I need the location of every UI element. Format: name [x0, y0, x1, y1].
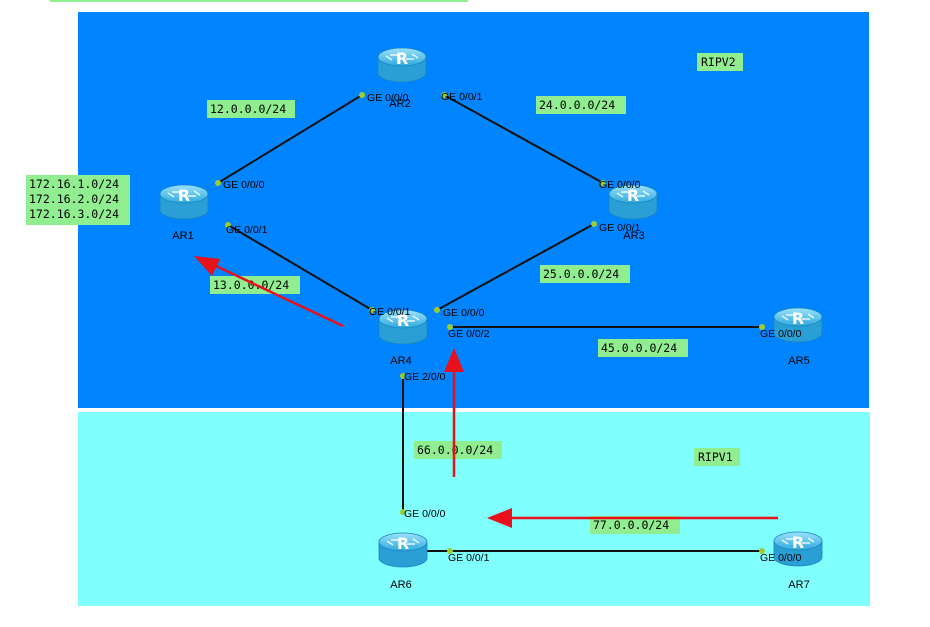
router-ar7[interactable]: R — [773, 531, 823, 567]
link-ar2-ar3[interactable] — [443, 94, 604, 184]
port-label: GE 0/0/2 — [448, 328, 490, 340]
router-glyph: R — [396, 49, 408, 68]
router-glyph: R — [792, 309, 804, 328]
router-glyph: R — [397, 534, 409, 553]
port-label: GE 0/0/0 — [599, 179, 641, 191]
router-label-ar7: AR7 — [788, 579, 809, 591]
port-label: GE 0/0/1 — [448, 552, 490, 564]
arrow-head-to-ar4 — [444, 348, 464, 372]
port-label: GE 0/0/0 — [404, 508, 446, 520]
link-ar3-ar4[interactable] — [436, 223, 595, 311]
router-ar5[interactable]: R — [773, 307, 823, 343]
port-label: GE 0/0/0 — [367, 92, 409, 104]
network-label-12: 12.0.0.0/24 — [210, 102, 286, 116]
link-ar1-ar2[interactable] — [217, 94, 363, 184]
router-ar2[interactable]: R — [377, 47, 427, 83]
port-label: GE 2/0/0 — [404, 371, 446, 383]
area-label-ripv1: RIPV1 — [698, 450, 733, 464]
network-label-77: 77.0.0.0/24 — [593, 518, 669, 532]
router-label-ar6: AR6 — [390, 579, 411, 591]
port-dots — [215, 92, 765, 554]
area-label-ripv2: RIPV2 — [701, 55, 736, 69]
router-label-ar4: AR4 — [390, 355, 411, 367]
port-label: GE 0/0/0 — [223, 179, 265, 191]
router-glyph: R — [178, 186, 190, 205]
router-ar1[interactable]: R — [159, 184, 209, 220]
port-labels: GE 0/0/0 GE 0/0/1 GE 0/0/0 GE 0/0/1 GE 0… — [223, 91, 802, 564]
loopback-label-2: 172.16.2.0/24 — [29, 192, 119, 206]
port-label: GE 0/0/1 — [441, 91, 483, 103]
router-glyph: R — [627, 186, 639, 205]
router-ar6[interactable]: R — [378, 532, 428, 568]
arrow-head-to-ar6 — [487, 508, 512, 528]
router-label-ar2: AR2 — [389, 98, 410, 110]
router-label-ar3: AR3 — [623, 230, 644, 242]
route-arrows — [194, 256, 778, 528]
port-label: GE 0/0/1 — [226, 224, 268, 236]
arrow-head-to-ar1 — [194, 256, 220, 276]
router-ar4[interactable]: R — [378, 309, 428, 345]
port-label: GE 0/0/0 — [443, 307, 485, 319]
router-glyph: R — [397, 311, 409, 330]
network-label-45: 45.0.0.0/24 — [601, 341, 677, 355]
network-label-24: 24.0.0.0/24 — [539, 98, 615, 112]
router-ar3[interactable]: R — [608, 184, 658, 220]
port-label: GE 0/0/1 — [369, 306, 411, 318]
network-labels: 12.0.0.0/24 24.0.0.0/24 13.0.0.0/24 25.0… — [26, 53, 743, 534]
arrow-line-to-ar1 — [215, 264, 344, 328]
network-label-13: 13.0.0.0/24 — [213, 278, 289, 292]
port-label: GE 0/0/0 — [760, 552, 802, 564]
router-label-ar5: AR5 — [788, 355, 809, 367]
network-label-25: 25.0.0.0/24 — [543, 267, 619, 281]
router-glyph: R — [792, 533, 804, 552]
ripv2-area — [78, 12, 869, 408]
links — [217, 94, 762, 552]
port-label: GE 0/0/0 — [760, 328, 802, 340]
port-label: GE 0/0/1 — [599, 222, 641, 234]
link-ar1-ar4[interactable] — [227, 224, 373, 311]
loopback-label-1: 172.16.1.0/24 — [29, 177, 119, 191]
loopback-label-3: 172.16.3.0/24 — [29, 207, 119, 221]
router-label-ar1: AR1 — [172, 230, 193, 242]
top-edge-bar — [50, 0, 468, 2]
